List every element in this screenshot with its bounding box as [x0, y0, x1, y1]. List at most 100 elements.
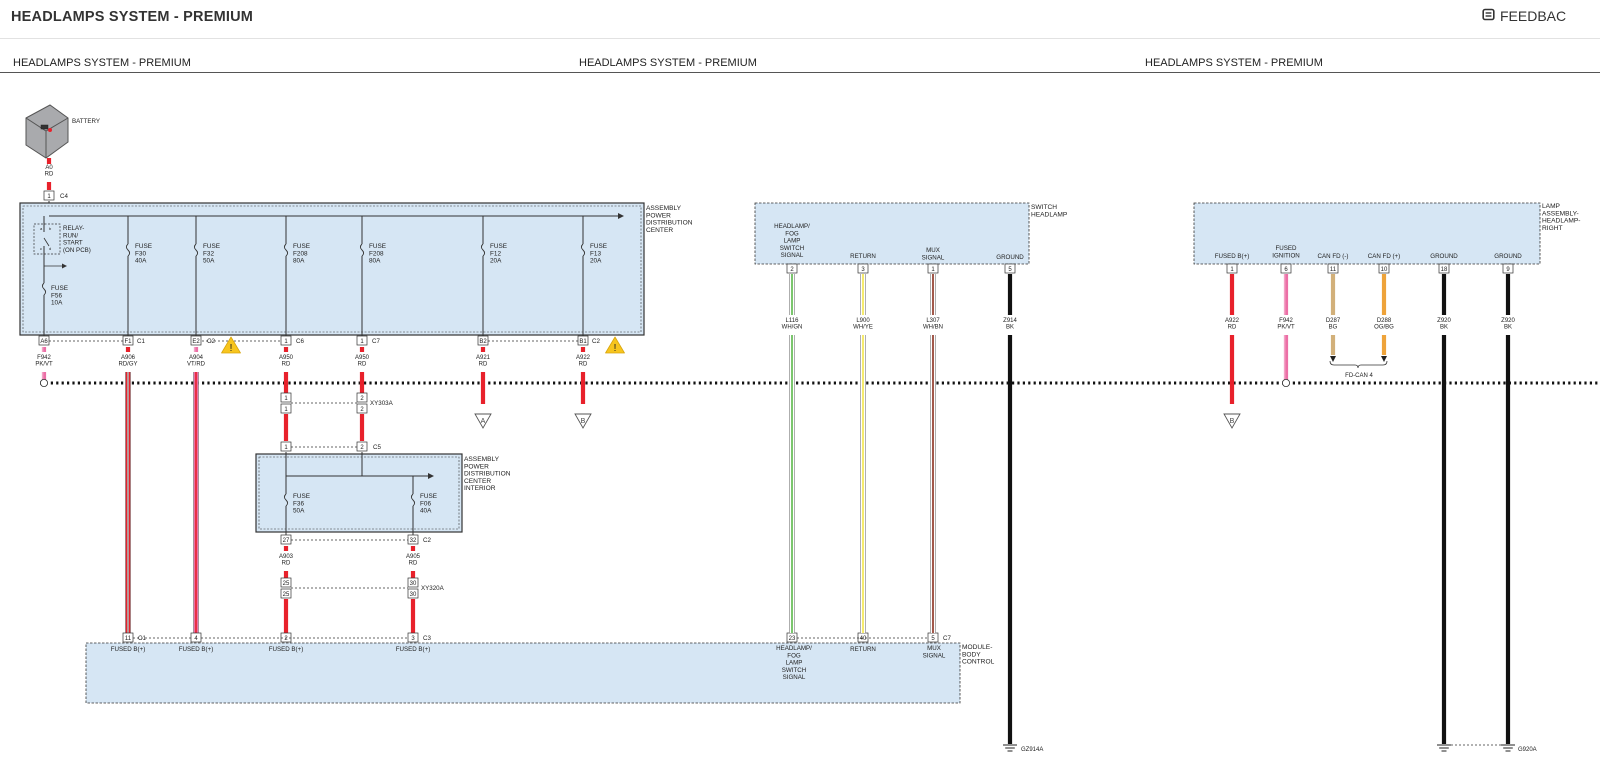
- switch-pin: [1004, 263, 1016, 274]
- pin-number: E2: [192, 339, 200, 345]
- wire-label: BK: [1440, 325, 1448, 331]
- fuse-label: F208: [293, 250, 308, 257]
- switch-name: SWITCH: [1031, 204, 1057, 211]
- bcm-signal-label: SIGNAL: [783, 674, 806, 681]
- splice-label: XY320A: [421, 585, 445, 592]
- switch-pin-label: SWITCH: [780, 245, 804, 252]
- ipdc-pin: [577, 335, 589, 346]
- pin-number: 30: [410, 581, 417, 587]
- feedback-icon: [1482, 8, 1495, 24]
- connector-label: C4: [60, 193, 68, 200]
- wire-label: Z920: [1437, 318, 1451, 324]
- switch-pin-label: GROUND: [996, 254, 1024, 261]
- fuse-f56-label: 10A: [51, 300, 63, 307]
- bcm-signal-label: SIGNAL: [923, 652, 946, 659]
- fuse-symbol: [410, 493, 416, 507]
- switch-name: HEADLAMP: [1031, 211, 1068, 218]
- fuse-f56-symbol: [41, 282, 47, 296]
- bcm-signal-label: RETURN: [850, 646, 876, 653]
- wire-label: A950: [279, 355, 294, 361]
- wire-label: D288: [1377, 318, 1392, 324]
- headlamp-pin: [1438, 263, 1450, 274]
- splice-label: XY303A: [370, 400, 394, 407]
- fuse-label: FUSE: [135, 243, 152, 250]
- pin-number: 1: [284, 445, 288, 451]
- splice-pin: [407, 577, 419, 588]
- splice-pin: [280, 588, 292, 599]
- wire-label: A922: [576, 355, 591, 361]
- bcm-pin-label: FUSED B(+): [111, 646, 146, 653]
- offpage-connector-a: [474, 413, 492, 429]
- wire-label: OG/BG: [1374, 325, 1394, 331]
- switch-pin-label: SIGNAL: [781, 252, 804, 259]
- wire-label: F942: [1279, 318, 1293, 324]
- top-bar: HEADLAMPS SYSTEM - PREMIUM FEEDBAC: [0, 0, 1600, 39]
- fuse-f56-label: FUSE: [51, 285, 68, 292]
- switch-pin: [786, 263, 798, 274]
- pin-number: 27: [283, 538, 290, 544]
- pin-number: 25: [283, 592, 290, 598]
- battery-terminal: [40, 124, 49, 130]
- pin-number: 10: [1381, 267, 1388, 273]
- section-header-bar: HEADLAMPS SYSTEM - PREMIUM HEADLAMPS SYS…: [0, 52, 1600, 73]
- pin-number: 23: [789, 636, 796, 642]
- wire-label: F942: [37, 355, 51, 361]
- ipdc-interior-name: INTERIOR: [464, 485, 496, 492]
- pin-number: A6: [40, 339, 48, 345]
- ipdc-name: POWER: [646, 212, 671, 219]
- fuse-label: F13: [590, 250, 601, 257]
- bcm-pin: [407, 632, 419, 643]
- fuse-label: F32: [203, 250, 214, 257]
- pin-number: 1: [284, 407, 288, 413]
- bcm-pin: [280, 632, 292, 643]
- pin-number: 2: [360, 396, 364, 402]
- battery-icon: [25, 104, 69, 159]
- ipdc-pin: [38, 335, 50, 346]
- pin-number: 6: [1284, 267, 1288, 273]
- switch-pin-label: LAMP: [784, 238, 801, 245]
- pin-number: 25: [283, 581, 290, 587]
- wire-label: VT/RD: [187, 362, 206, 368]
- ipdc-interior-pin: [280, 534, 292, 545]
- fuse-label: 80A: [369, 258, 381, 265]
- page-title: HEADLAMPS SYSTEM - PREMIUM: [11, 9, 254, 25]
- battery-body: [25, 104, 69, 159]
- wire-label: A950: [355, 355, 370, 361]
- fuse-label: FUSE: [590, 243, 607, 250]
- ipdc-pin: [190, 335, 202, 346]
- fuse-label: F30: [135, 250, 146, 257]
- wire-label: RD: [479, 362, 488, 368]
- fuse-label: FUSE: [203, 243, 220, 250]
- fuse-label: 50A: [293, 508, 305, 515]
- wire-label: PK/VT: [35, 362, 53, 368]
- headlamp-pin-label: IGNITION: [1272, 252, 1300, 259]
- bcm-box: [85, 642, 961, 704]
- headlamp-pin-label: FUSED: [1276, 245, 1298, 252]
- ipdc-box-inner: [22, 205, 642, 333]
- fuse-label: FUSE: [490, 243, 507, 250]
- ipdc-pin: [280, 335, 292, 346]
- headlamp-box: [1193, 202, 1541, 265]
- wire-label: L307: [926, 318, 940, 324]
- switch-box: [754, 202, 1030, 265]
- headlamp-pin: [1378, 263, 1390, 274]
- ipdc-interior-inner: [258, 456, 460, 530]
- switch-pin-label: MUX: [926, 247, 940, 254]
- wire-label: RD: [282, 362, 291, 368]
- pin-number: 30: [410, 592, 417, 598]
- bcm-signal-label: LAMP: [786, 660, 803, 667]
- feedback-button[interactable]: FEEDBAC: [1482, 8, 1566, 24]
- wire-label: L116: [786, 318, 800, 324]
- splice-pin: [407, 588, 419, 599]
- fuse-label: 80A: [293, 258, 305, 265]
- pin-number: 1: [47, 194, 51, 200]
- bcm-pin: [190, 632, 202, 643]
- wire-label: PK/VT: [1277, 325, 1295, 331]
- wire-label: RD: [282, 561, 291, 567]
- bcm-name: CONTROL: [962, 659, 995, 666]
- offpage-connector-b-label: B: [581, 418, 586, 425]
- fuse-label: FUSE: [420, 493, 437, 500]
- ipdc-pin: [356, 335, 368, 346]
- wire-end-connector: [40, 378, 49, 387]
